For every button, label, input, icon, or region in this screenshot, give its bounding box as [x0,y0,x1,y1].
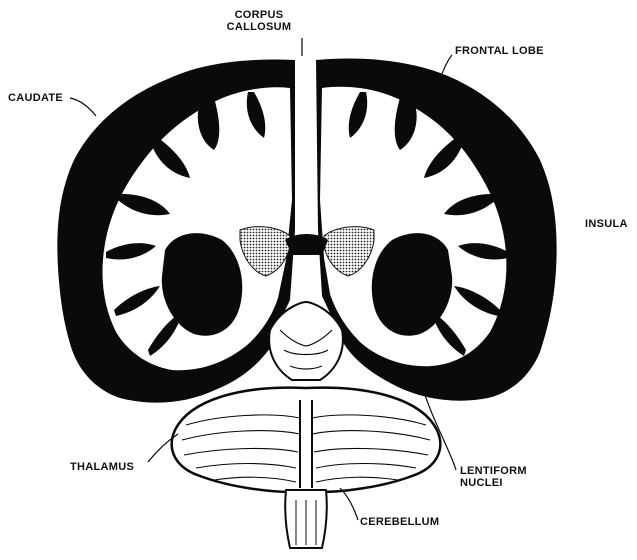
lentiform-nuclei-label: LENTIFORM NUCLEI [460,465,527,489]
caudate-label: CAUDATE [8,92,63,104]
lentiform-label-line2: NUCLEI [460,477,527,489]
corpus-callosum-band [285,234,328,255]
cerebellum [172,388,441,492]
thalamus-label: THALAMUS [70,461,134,473]
corpus-callosum-label: CORPUS CALLOSUM [217,9,301,33]
insula-label: INSULA [585,218,628,230]
lentiform-label-line1: LENTIFORM [460,465,527,477]
cerebellum-label: CEREBELLUM [360,516,439,528]
midline-fissure [296,58,316,298]
corpus-callosum-label-line1: CORPUS [217,9,301,21]
frontal-lobe-label: FRONTAL LOBE [455,45,544,57]
corpus-callosum-label-line2: CALLOSUM [217,21,301,33]
